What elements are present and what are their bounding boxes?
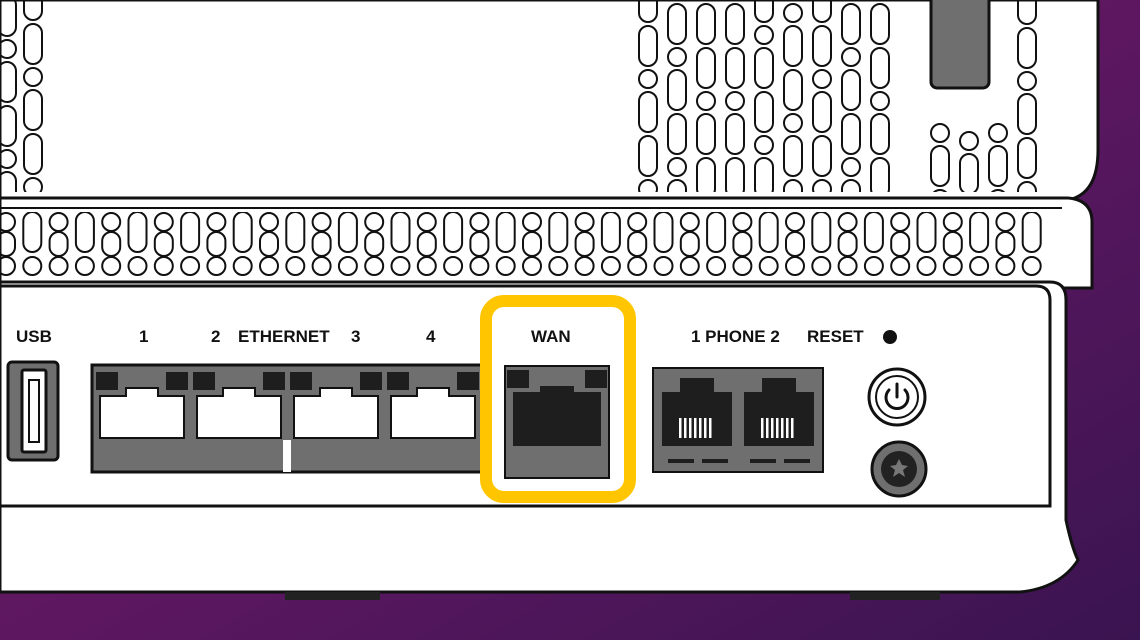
phone-ports: [652, 367, 824, 473]
phone-label: 1 PHONE 2: [691, 327, 780, 346]
wan-port: [504, 365, 610, 479]
ethernet-3-label: 3: [351, 327, 361, 346]
ethernet-ports: [90, 363, 489, 474]
ethernet-4-label: 4: [426, 327, 436, 346]
router-middle-band: [0, 196, 1094, 290]
reset-button: [870, 440, 928, 498]
usb-port: [6, 360, 60, 462]
foot-left: [285, 592, 380, 600]
reset-star-icon: [890, 459, 908, 477]
top-vents: [0, 0, 1037, 192]
usb-label: USB: [16, 327, 52, 346]
power-icon: [884, 382, 910, 410]
foot-right: [850, 592, 940, 600]
band-vents: [0, 212, 1042, 276]
power-button: [867, 367, 927, 427]
wan-highlight-frame: [480, 295, 636, 503]
ethernet-1-label: 1: [139, 327, 149, 346]
side-slot: [929, 0, 991, 90]
ethernet-2-label: 2: [211, 327, 221, 346]
reset-label: RESET: [807, 327, 864, 346]
ethernet-label: ETHERNET: [238, 327, 330, 346]
wan-label: WAN: [531, 327, 571, 346]
led-dot-icon: [883, 330, 897, 344]
